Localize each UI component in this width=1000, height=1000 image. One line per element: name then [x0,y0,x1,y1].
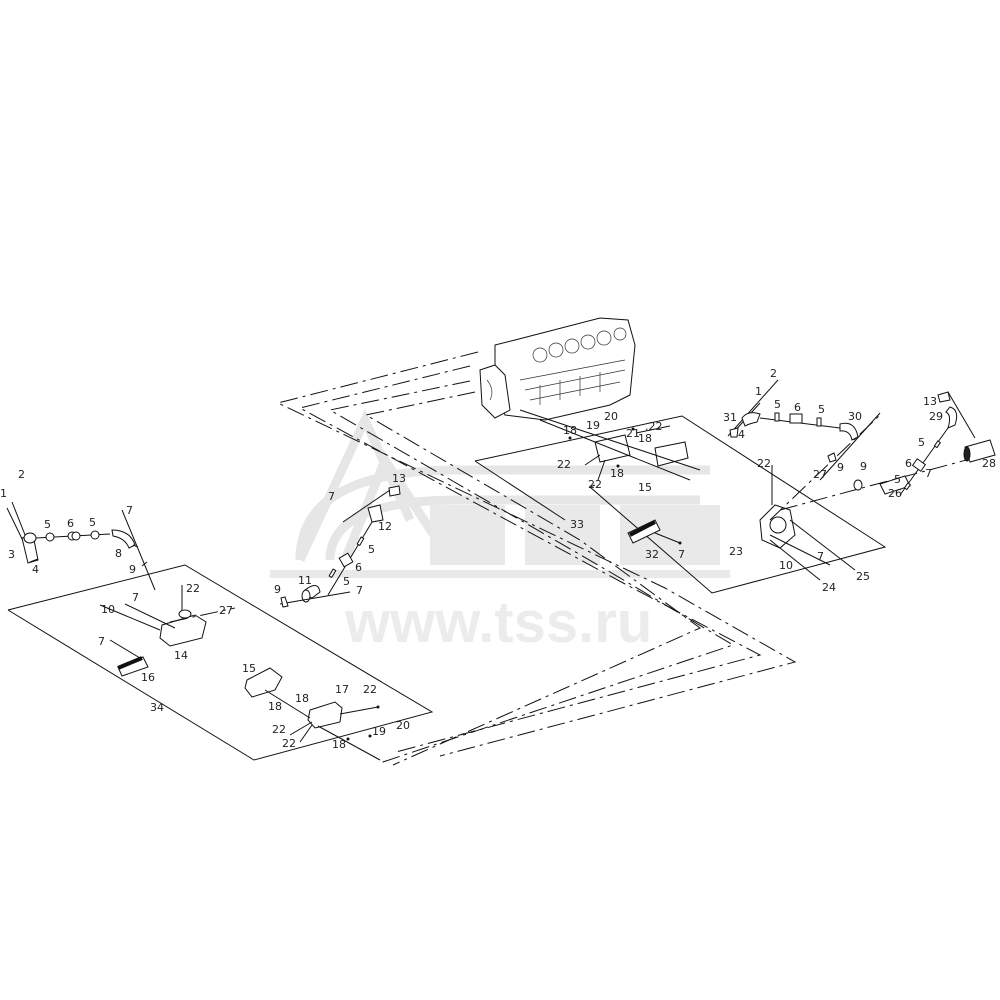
callout-7: 7 [126,504,133,517]
engine-block [479,317,636,421]
callout-11: 11 [298,574,312,587]
callout-31: 31 [723,411,737,424]
callout-24: 24 [822,581,836,594]
callout-15: 15 [638,481,652,494]
callout-18: 18 [268,700,282,713]
right-pipe-assembly [727,379,881,481]
callout-28: 28 [982,457,996,470]
callout-21: 21 [626,427,640,440]
callout-2: 2 [18,468,25,481]
callout-27: 27 [219,604,233,617]
callout-22: 22 [757,457,771,470]
callout-10: 10 [101,603,115,616]
callout-4: 4 [32,563,39,576]
callout-22: 22 [363,683,377,696]
callout-1: 1 [0,487,7,500]
middle-pipe-assembly [279,485,401,608]
callout-10: 10 [779,559,793,572]
callout-5: 5 [894,473,901,486]
callout-5: 5 [774,398,781,411]
callout-23: 23 [729,545,743,558]
callout-9: 9 [837,461,844,474]
callout-18: 18 [295,692,309,705]
far-right-pipe-assembly [899,391,976,496]
callout-2: 2 [770,367,777,380]
callout-26: 26 [888,487,902,500]
callout-30: 30 [848,410,862,423]
callout-9: 9 [129,563,136,576]
callout-18: 18 [638,432,652,445]
callout-15: 15 [242,662,256,675]
callout-22: 22 [186,582,200,595]
callout-7: 7 [98,635,105,648]
callout-13: 13 [392,472,406,485]
callout-5: 5 [368,543,375,556]
watermark: www.tss.ru [270,409,730,655]
callout-7: 7 [356,584,363,597]
callout-13: 13 [923,395,937,408]
callout-17: 17 [335,683,349,696]
watermark-url: www.tss.ru [344,590,652,655]
callout-14: 14 [174,649,188,662]
callout-5: 5 [818,403,825,416]
callout-1: 1 [755,385,762,398]
callout-19: 19 [372,725,386,738]
callout-16: 16 [141,671,155,684]
callout-34: 34 [150,701,164,714]
callout-7: 7 [817,550,824,563]
callout-18: 18 [610,467,624,480]
callout-8: 8 [115,547,122,560]
callout-22: 22 [557,458,571,471]
filter-28 [963,439,996,463]
callout-25: 25 [856,570,870,583]
callout-20: 20 [396,719,410,732]
callout-6: 6 [355,561,362,574]
callout-7: 7 [132,591,139,604]
callout-33: 33 [570,518,584,531]
callout-12: 12 [378,520,392,533]
assembly-34-plate [7,564,434,761]
callout-6: 6 [905,457,912,470]
callout-32: 32 [645,548,659,561]
callout-9: 9 [274,583,281,596]
callout-6: 6 [67,517,74,530]
callout-5: 5 [89,516,96,529]
callout-7: 7 [925,467,932,480]
callout-22: .22 [645,420,663,433]
callout-9: 9 [860,460,867,473]
callout-4: 4 [738,428,745,441]
left-pipe-assembly [6,501,156,591]
callout-18: 18 [332,738,346,751]
callout-22: 22 [282,737,296,750]
callout-20: 20 [604,410,618,423]
callout-27: 27 [813,468,827,481]
callout-19: 19 [586,419,600,432]
right-filter-housing [759,414,996,581]
callout-3: 3 [8,548,15,561]
pipe-routes [276,351,797,766]
callout-22: 22 [272,723,286,736]
callout-18: 18 [563,424,577,437]
callout-6: 6 [794,401,801,414]
callout-labels: 1 2 3 4 5 6 5 8 7 9 22 7 10 27 7 14 16 1… [0,367,996,751]
cooler-32 [627,519,661,544]
assembly-33-plate [474,415,887,594]
callout-5: 5 [918,436,925,449]
left-heat-exchanger [99,585,381,761]
callout-29: 29 [929,410,943,423]
callout-7: 7 [678,548,685,561]
callout-22: 22 [588,478,602,491]
center-heat-exchanger [519,409,701,545]
callout-5: 5 [44,518,51,531]
tss-logo-watermark [270,409,730,578]
callout-5: 5 [343,575,350,588]
callout-7: 7 [328,490,335,503]
